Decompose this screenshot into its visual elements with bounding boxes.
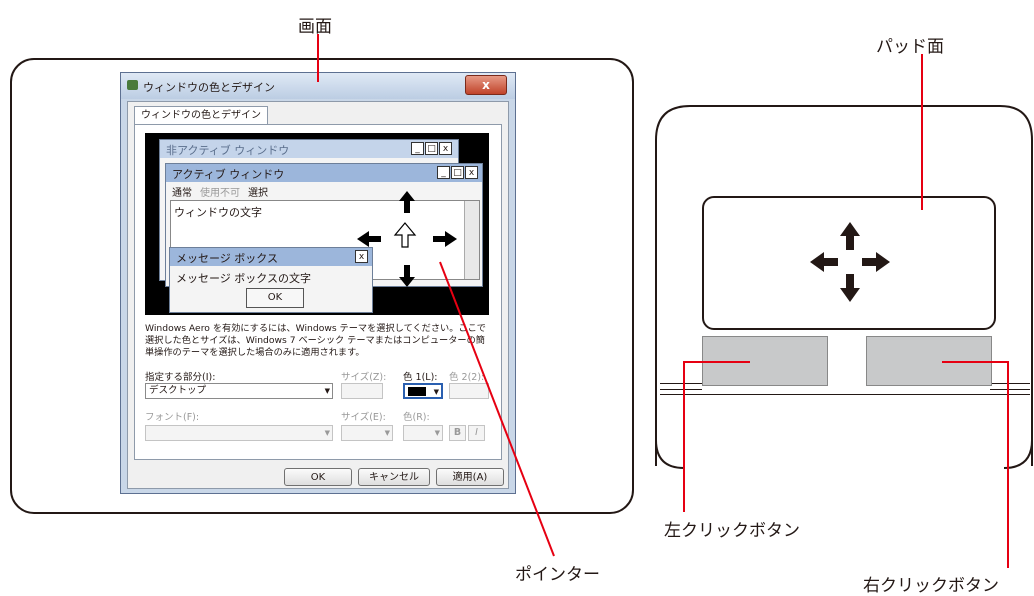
tab-color-appearance[interactable]: ウィンドウの色とデザイン — [134, 106, 268, 125]
preview-menu: 通常 使用不可 選択 — [172, 184, 268, 199]
aero-note: Windows Aero を有効にするには、Windows テーマを選択してくだ… — [145, 323, 486, 358]
size-label: サイズ(Z): — [341, 372, 387, 383]
close-button[interactable]: x — [465, 75, 507, 95]
pointer-leader — [439, 261, 555, 557]
dialog-title: ウィンドウの色とデザイン — [143, 81, 275, 94]
window-icon — [127, 80, 138, 90]
color2-picker[interactable] — [449, 383, 489, 399]
minimize-icon: _ — [411, 142, 424, 155]
minimize-icon: _ — [437, 166, 450, 179]
window-text: ウィンドウの文字 — [174, 206, 262, 219]
chevron-down-icon: ▼ — [324, 429, 330, 437]
pad-surface[interactable] — [702, 196, 996, 330]
housing-rail-right — [990, 383, 1030, 384]
font-size-label: サイズ(E): — [341, 412, 386, 423]
item-value: デスクトップ — [149, 385, 207, 396]
color-appearance-dialog: ウィンドウの色とデザイン x ウィンドウの色とデザイン 非アクティブ ウィンドウ… — [120, 72, 516, 494]
close-icon: x — [439, 142, 452, 155]
ok-button[interactable]: OK — [284, 468, 352, 486]
right-click-leader — [942, 361, 1009, 568]
font-color-picker[interactable]: ▼ — [403, 425, 443, 441]
item-label: 指定する部分(I): — [145, 372, 216, 383]
color2-label: 色 2(2): — [449, 372, 485, 383]
left-click-leader — [683, 361, 750, 512]
inactive-window-title: 非アクティブ ウィンドウ — [166, 144, 290, 157]
housing-rail-left — [660, 383, 702, 384]
chevron-down-icon: ▼ — [434, 429, 440, 437]
dialog-body: ウィンドウの色とデザイン 非アクティブ ウィンドウ _ □ x — [127, 101, 509, 489]
preview-message-box: メッセージ ボックス x メッセージ ボックスの文字 OK — [169, 247, 373, 313]
inactive-window-controls: _ □ x — [411, 142, 452, 155]
chevron-down-icon: ▼ — [433, 388, 439, 396]
italic-button[interactable]: I — [468, 425, 485, 441]
chevron-down-icon: ▼ — [324, 387, 330, 395]
size-spinner[interactable] — [341, 383, 383, 399]
active-window-controls: _ □ x — [437, 166, 478, 179]
pad-surface-label: パッド面 — [876, 37, 944, 57]
font-size-select[interactable]: ▼ — [341, 425, 393, 441]
menu-item-disabled: 使用不可 — [200, 188, 240, 199]
bold-button[interactable]: B — [449, 425, 466, 441]
color1-label: 色 1(L): — [403, 372, 438, 383]
font-select[interactable]: ▼ — [145, 425, 333, 441]
tab-panel: 非アクティブ ウィンドウ _ □ x アクティブ ウィンドウ _ — [134, 124, 502, 460]
left-click-label: 左クリックボタン — [664, 521, 800, 541]
housing-rail-right-2 — [990, 389, 1030, 390]
close-icon: x — [465, 166, 478, 179]
pointer-move-icon — [357, 191, 457, 287]
screen-label: 画面 — [298, 17, 332, 37]
active-window-title: アクティブ ウィンドウ — [172, 168, 285, 181]
message-box-text: メッセージ ボックスの文字 — [176, 272, 311, 285]
menu-item-normal: 通常 — [172, 188, 192, 199]
maximize-icon: □ — [425, 142, 438, 155]
apply-button[interactable]: 適用(A) — [436, 468, 504, 486]
scrollbar — [464, 201, 479, 279]
font-color-label: 色(R): — [403, 412, 430, 423]
message-box-title: メッセージ ボックス — [176, 252, 278, 265]
close-icon: x — [355, 250, 368, 263]
housing-rail-left-2 — [660, 389, 702, 390]
color-swatch — [408, 387, 426, 396]
menu-item-selected: 選択 — [248, 188, 268, 199]
color1-picker[interactable]: ▼ — [403, 383, 443, 399]
move-arrows-icon — [810, 222, 890, 302]
pointer-label: ポインター — [515, 565, 600, 585]
housing-rail-bottom — [660, 394, 1030, 395]
chevron-down-icon: ▼ — [384, 429, 390, 437]
cancel-button[interactable]: キャンセル — [358, 468, 430, 486]
message-box-ok-button: OK — [246, 288, 304, 308]
item-select[interactable]: デスクトップ ▼ — [145, 383, 333, 399]
preview-area[interactable]: 非アクティブ ウィンドウ _ □ x アクティブ ウィンドウ _ — [145, 133, 489, 315]
maximize-icon: □ — [451, 166, 464, 179]
font-label: フォント(F): — [145, 412, 200, 423]
